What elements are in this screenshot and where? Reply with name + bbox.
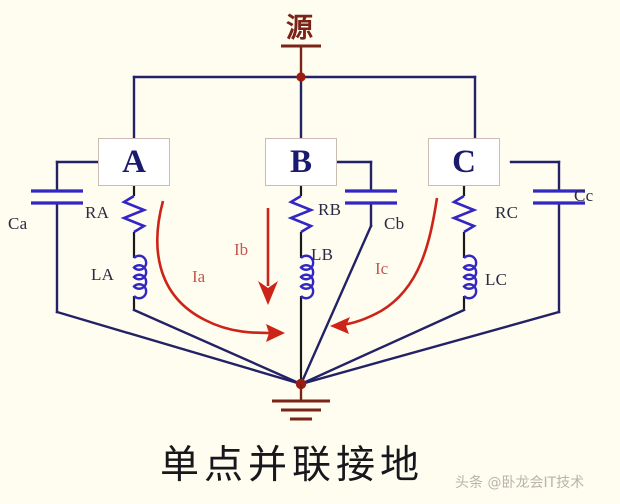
label-rc: RC <box>495 203 519 222</box>
resistor-icon-ra <box>120 194 148 234</box>
current-arrow-ib <box>258 208 278 305</box>
resistor-icon-rb <box>287 194 315 234</box>
capacitor-icon-cb <box>345 189 397 205</box>
label-ib: Ib <box>234 240 249 259</box>
branch-cc-wiring <box>299 160 561 386</box>
current-arrow-ia <box>156 200 285 342</box>
branch-ca-wiring <box>55 160 303 386</box>
inductor-icon-la <box>132 254 148 300</box>
block-a[interactable]: A <box>98 138 170 186</box>
current-arrow-ic <box>330 197 439 334</box>
label-ia: Ia <box>192 267 206 286</box>
branch-ra-la-wiring <box>132 186 303 386</box>
source-terminal-icon <box>281 44 321 77</box>
junction-node-icon <box>296 72 306 82</box>
label-cb: Cb <box>384 214 405 233</box>
capacitor-icon-ca <box>31 189 83 205</box>
capacitor-icon-cc <box>533 189 585 205</box>
label-rb: RB <box>318 200 342 219</box>
inductor-icon-lc <box>462 254 478 300</box>
diagram-title: 单点并联接地 <box>160 443 425 488</box>
top-bus-wiring <box>132 75 477 140</box>
source-label: 源 <box>286 13 313 44</box>
inductor-icon-lb <box>299 254 315 300</box>
block-c[interactable]: C <box>428 138 500 186</box>
block-b[interactable]: B <box>265 138 337 186</box>
label-cc: Cc <box>574 186 594 205</box>
branch-rc-lc-wiring <box>299 186 466 386</box>
branch-cb-wiring <box>299 160 373 386</box>
label-ra: RA <box>85 203 110 222</box>
watermark: 头条 @卧龙会IT技术 <box>455 475 585 491</box>
resistor-icon-rc <box>450 194 478 234</box>
label-ca: Ca <box>8 214 28 233</box>
label-lc: LC <box>485 270 508 289</box>
label-ic: Ic <box>375 259 389 278</box>
ground-symbol-icon <box>272 384 330 421</box>
label-la: LA <box>91 265 115 284</box>
label-lb: LB <box>311 245 334 264</box>
